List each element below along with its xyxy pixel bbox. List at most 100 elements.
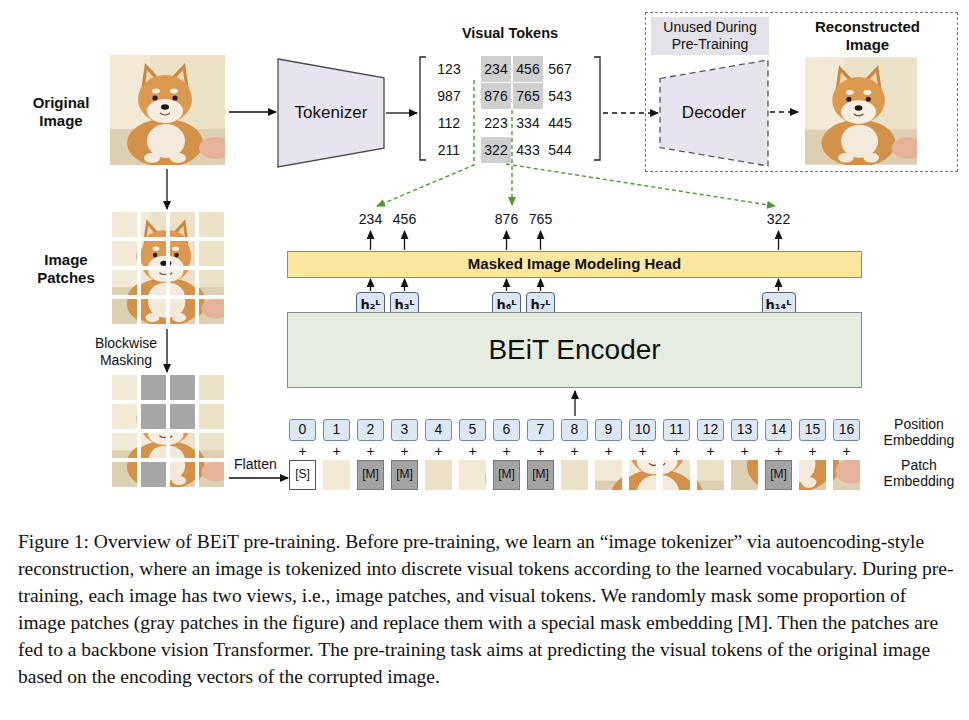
plus-sign: + (332, 443, 340, 459)
row-label: Patch Embedding (878, 457, 960, 489)
node-label: 7 (537, 422, 545, 437)
node-label: 6 (503, 422, 511, 437)
plus-sign: + (808, 443, 816, 459)
plus-sign: + (536, 443, 544, 459)
grid-heading: Blockwise Masking (90, 335, 162, 369)
node-label: [M] (362, 468, 379, 481)
reconstructed-image: Reconstructed Image (799, 16, 936, 171)
node-label: 3 (401, 422, 409, 437)
node-label: h₁₄ᴸ (766, 298, 792, 312)
predicted-token: 765 (529, 211, 552, 227)
node-label: 16 (839, 422, 855, 437)
mask-token-box: [M] (527, 460, 554, 490)
position-embedding-box: 8 (561, 419, 588, 441)
figure-caption: Figure 1: Overview of BEiT pre-training.… (18, 528, 956, 690)
graphic-part (170, 404, 195, 429)
flow-arrow (229, 477, 288, 478)
original-image: Original Image (25, 55, 228, 168)
node-label: BEiT Encoder (488, 335, 660, 366)
node-label: h₆ᴸ (496, 298, 516, 312)
graphic-part (141, 462, 166, 487)
matrix-bracket (420, 57, 426, 160)
flow-arrow (370, 279, 371, 291)
masked-patch-grid: Blockwise Masking (110, 373, 228, 492)
node-label: 10 (635, 422, 651, 437)
graphic-part (124, 224, 231, 326)
position-embedding-box: 5 (459, 419, 486, 441)
flow-arrow (540, 279, 541, 291)
position-embedding-box: 14 (765, 419, 792, 441)
position-embedding-box: 15 (799, 419, 826, 441)
token-cell: 765 (513, 83, 543, 109)
graphic-part (506, 231, 507, 250)
graphic-part (124, 387, 231, 489)
token-cell: 456 (513, 56, 543, 82)
node-label: 11 (669, 422, 684, 437)
input-arrow (574, 391, 575, 416)
node-label: 14 (771, 422, 787, 437)
node-label: [M] (532, 468, 549, 481)
image-heading: Image Patches (30, 251, 102, 287)
position-embedding-box: 0 (289, 419, 316, 441)
graphic-part (731, 370, 847, 492)
position-embedding-box: 10 (629, 419, 656, 441)
graphic-part (141, 404, 166, 429)
position-embedding-box: 13 (731, 419, 758, 441)
dog-photo (110, 55, 233, 167)
flow-arrow (778, 279, 779, 291)
trapezoid-outline (660, 60, 768, 166)
graphic-part (752, 370, 868, 492)
tokenizer-block: Tokenizer (277, 58, 385, 168)
token-cell: 987 (434, 83, 464, 109)
graphic-part (141, 375, 166, 400)
node-label: Decoder (682, 104, 746, 123)
token-cell: 567 (545, 56, 575, 82)
node-label: [M] (770, 468, 787, 481)
flow-arrow (506, 279, 507, 291)
token-cell: 543 (545, 83, 575, 109)
node-label: 15 (805, 422, 821, 437)
position-embedding-box: 9 (595, 419, 622, 441)
node-label: 8 (571, 422, 579, 437)
graphic-part (752, 370, 868, 492)
node-label: h₂ᴸ (360, 298, 380, 312)
graphic-part (616, 400, 732, 522)
token-cell: 322 (481, 137, 511, 163)
graphic-part (731, 370, 847, 492)
row-label: Position Embedding (878, 416, 960, 448)
unused-region: Unused During Pre-TrainingDecoderReconst… (645, 12, 958, 172)
node-label: 0 (299, 422, 307, 437)
graphic-part (805, 57, 925, 166)
node-label: 12 (703, 422, 719, 437)
predicted-token: 234 (359, 211, 382, 227)
plus-sign: + (468, 443, 476, 459)
node-label: [M] (498, 468, 515, 481)
visual-token-grid: Visual Tokens123234456567987876765543112… (418, 22, 602, 165)
graphic-part (170, 375, 195, 400)
plus-sign: + (842, 443, 850, 459)
flow-arrow (166, 169, 167, 209)
mask-token-box: [M] (493, 460, 520, 490)
mask-token-box: [M] (765, 460, 792, 490)
plus-sign: + (604, 443, 612, 459)
mim-head-band: Masked Image Modeling Head (287, 251, 862, 278)
token-cell: 445 (545, 110, 575, 136)
graphic-part (124, 387, 231, 489)
predicted-token: 322 (767, 211, 790, 227)
plus-sign: + (366, 443, 374, 459)
node-label: h₃ᴸ (394, 298, 414, 312)
grid-heading: Visual Tokens (418, 25, 602, 41)
image-heading: Original Image (25, 94, 97, 130)
flow-arrow (166, 329, 167, 372)
graphic-part (616, 400, 732, 522)
trapezoid-outline (278, 59, 384, 167)
position-embedding-box: 3 (391, 419, 418, 441)
patch-grid: Image Patches (30, 210, 228, 328)
plus-sign: + (434, 443, 442, 459)
position-embedding-box: 12 (697, 419, 724, 441)
prediction-arrows (371, 231, 779, 250)
graphic-part (511, 110, 512, 205)
flow-arrow (229, 111, 276, 112)
predicted-token: 876 (495, 211, 518, 227)
